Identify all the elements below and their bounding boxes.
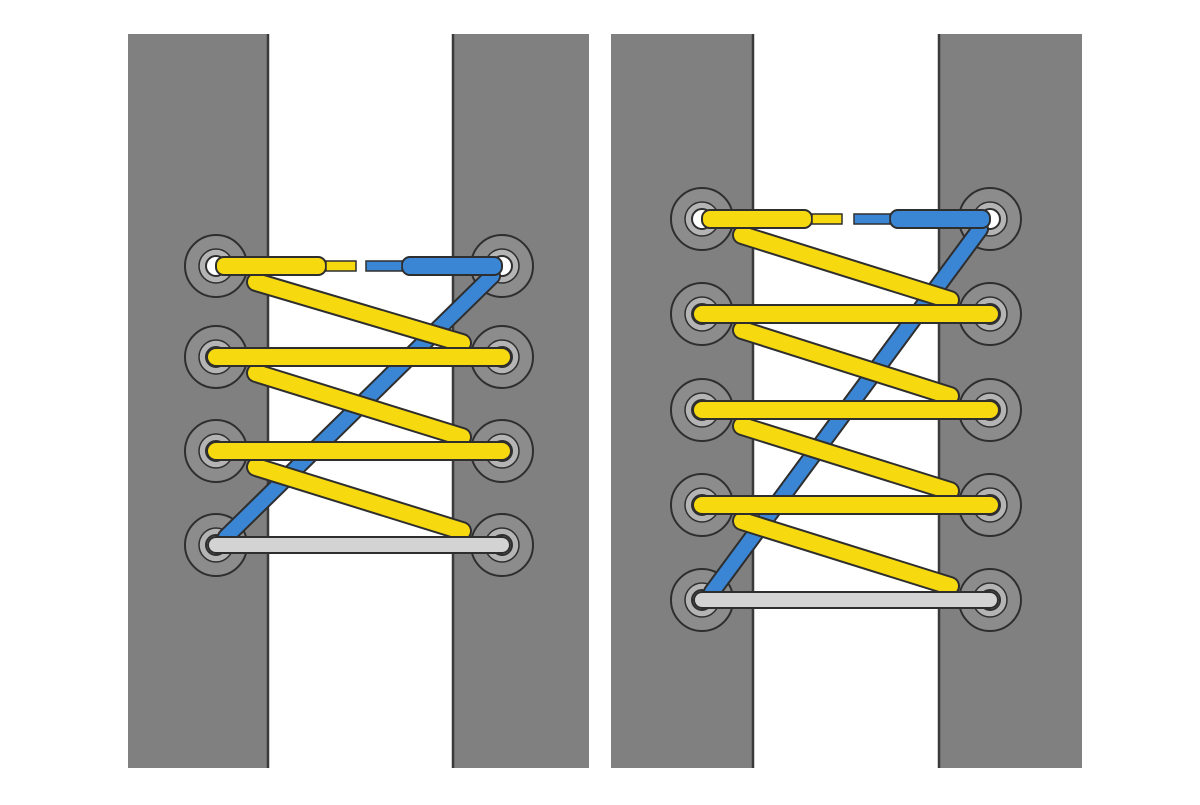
- right-diagram-yellow-diagonal-lace-1: [732, 225, 960, 310]
- right-diagram-lace-ends-blue-aglet-body: [889, 209, 991, 229]
- left-diagram-yellow-diagonal-lace-1: [246, 272, 472, 353]
- right-diagram-lace-ends-blue-aglet-tip: [853, 213, 891, 225]
- left-diagram-lace-ends-yellow-aglet-tip: [325, 260, 357, 272]
- left-diagram-lace-ends-yellow-aglet: [215, 256, 357, 276]
- left-diagram-left-panel: [128, 34, 268, 768]
- right-diagram-lace-ends-yellow-aglet-tip: [811, 213, 843, 225]
- left-diagram-yellow-diagonal-lace-3-fill: [248, 459, 470, 539]
- left-diagram-lace-ends-blue-aglet: [365, 256, 503, 276]
- right-diagram-yellow-diagonal-lace-2-fill: [734, 322, 958, 404]
- right-diagram-yellow-diagonal-lace-1-fill: [734, 227, 958, 308]
- left-diagram-right-panel: [453, 34, 589, 768]
- right-diagram-yellow-diagonal-lace-4: [732, 511, 960, 596]
- left-diagram-yellow-diagonal-lace-3: [246, 457, 472, 541]
- right-diagram-lace-ends-blue-aglet: [853, 209, 991, 229]
- right-diagram-yellow-diagonal-lace-3-fill: [734, 418, 958, 499]
- right-diagram-yellow-diagonal-lace-4-fill: [734, 513, 958, 594]
- left-diagram-lace-ends-blue-aglet-tip: [365, 260, 403, 272]
- right-diagram-lace-ends-yellow-aglet: [701, 209, 843, 229]
- left-diagram-laces: [206, 256, 512, 554]
- left-diagram-yellow-diagonal-lace-1-fill: [248, 274, 470, 351]
- left-diagram-lace-ends-blue-aglet-body: [401, 256, 503, 276]
- right-diagram-lace-ends-yellow-aglet-body: [701, 209, 813, 229]
- right-diagram-laces: [692, 209, 1000, 609]
- left-diagram-yellow-diagonal-lace-2-fill: [248, 365, 470, 445]
- right-diagram-yellow-diagonal-lace-3: [732, 416, 960, 501]
- left-diagram-lace-ends-yellow-aglet-body: [215, 256, 327, 276]
- left-diagram-yellow-diagonal-lace-2: [246, 363, 472, 447]
- right-diagram: [611, 34, 1082, 768]
- left-diagram: [128, 34, 589, 768]
- right-diagram-yellow-diagonal-lace-2: [732, 320, 960, 406]
